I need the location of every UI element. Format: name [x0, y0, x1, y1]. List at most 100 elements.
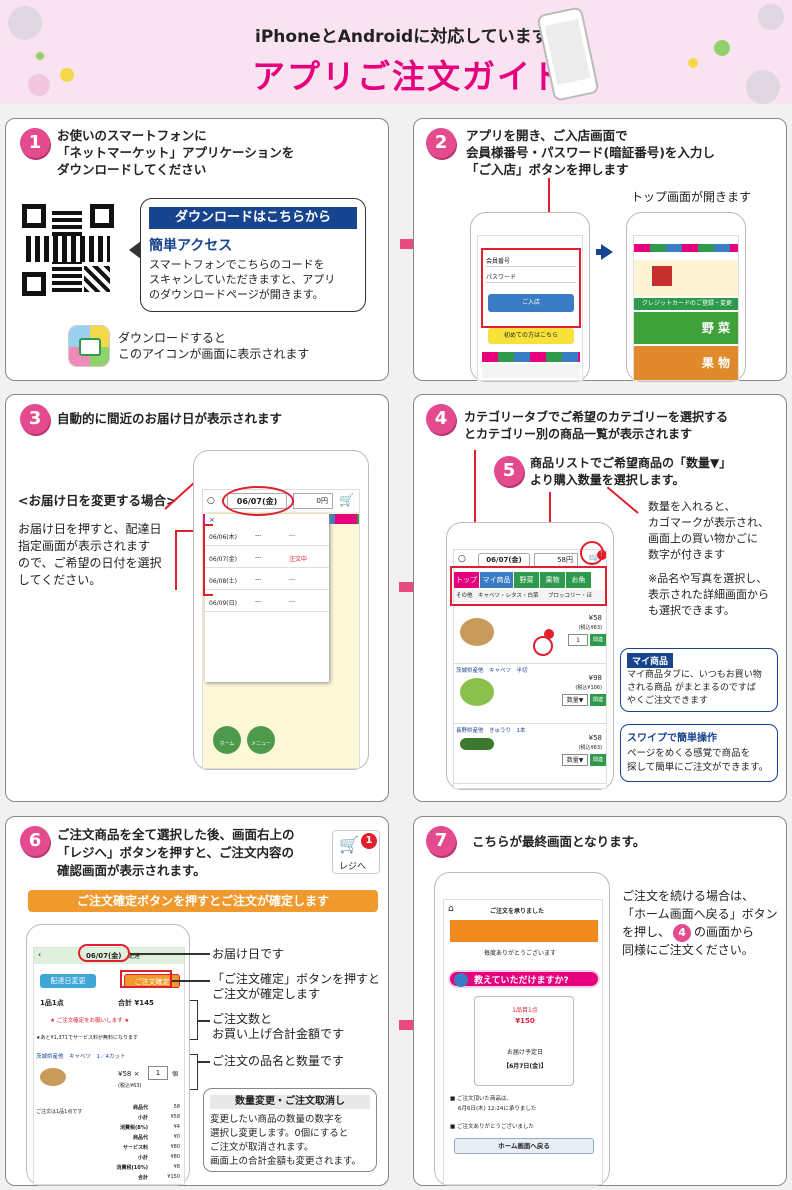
summary-value: 58: [173, 1104, 180, 1110]
list-strip: [482, 364, 580, 378]
delivery-tag: 配達: [128, 953, 141, 960]
swipe-desc2: 探して簡単にご注文ができます。: [627, 762, 769, 773]
change-desc2: 指定画面が表示されます: [18, 539, 151, 553]
menu-button[interactable]: メニュー: [247, 726, 275, 754]
step-number-4: 4: [426, 404, 456, 434]
survey-banner[interactable]: 教えていただけますか?: [448, 970, 600, 988]
pointer-line: [175, 530, 201, 532]
detail-note3: も選択できます。: [648, 604, 735, 617]
login-phone: 会員番号 パスワード ご入店 初めての方はこちら: [470, 212, 590, 382]
subcategory-tab[interactable]: キャベツ・レタス・白菜: [478, 593, 539, 599]
summary-note: ご注文は1品1点です: [36, 1109, 83, 1115]
register-button-icon[interactable]: 🛒 1 レジへ: [332, 830, 380, 874]
product-tax: (税込¥106): [575, 685, 602, 691]
date-row[interactable]: 06/09(日)------: [205, 592, 329, 612]
download-callout: ダウンロードはこちらから 簡単アクセス スマートフォンでこちらのコードを スキャ…: [129, 198, 366, 312]
close-icon[interactable]: ×: [209, 516, 215, 524]
product-image[interactable]: [460, 678, 494, 706]
login-screen: 会員番号 パスワード ご入店 初めての方はこちら: [477, 235, 583, 381]
cart-total: 0円: [293, 493, 333, 509]
step4-ref-badge: 4: [673, 924, 692, 942]
download-banner[interactable]: ダウンロードはこちらから: [149, 207, 357, 229]
search-icon[interactable]: ○: [458, 554, 466, 564]
credit-banner[interactable]: クレジットカードのご登録・変更: [634, 298, 738, 310]
related-button[interactable]: 関連: [590, 754, 606, 766]
delivery-date-button[interactable]: 06/07(金): [478, 553, 530, 567]
related-button[interactable]: 関連: [590, 634, 606, 646]
qty-note2: カゴマークが表示され、: [648, 516, 770, 529]
product-row[interactable]: 長野県産他 きゅうり 1本¥58(税込¥63)数量▼関連: [454, 726, 606, 784]
step2-line1: アプリを開き、ご入店画面で: [466, 128, 628, 143]
date-status: 注文中: [289, 556, 308, 563]
fruit-banner[interactable]: 果 物: [634, 346, 738, 380]
quantity-input[interactable]: 1: [148, 1066, 168, 1080]
top-banner: [634, 260, 738, 296]
icon-note2: このアイコンが画面に表示されます: [118, 347, 310, 361]
category-tab[interactable]: トップ: [454, 572, 479, 588]
summary-value: ¥80: [170, 1154, 180, 1160]
product-image[interactable]: [460, 738, 494, 750]
related-button[interactable]: 関連: [590, 694, 606, 706]
quantity-select[interactable]: 数量▼: [562, 694, 588, 706]
tab-strip: [482, 352, 580, 362]
product-tax: (税込¥63): [578, 625, 602, 631]
cart-mark-highlight: [533, 636, 553, 656]
product-price: ¥58: [588, 614, 602, 622]
date-value: 06/06(木): [209, 534, 237, 541]
screen-header: ‹ 06/07(金) 配達: [34, 948, 184, 964]
category-tab[interactable]: 野菜: [514, 572, 539, 588]
subcategory-tabs: その他キャベツ・レタス・白菜 ブロッコリー・ほ: [454, 590, 606, 602]
product-image[interactable]: [40, 1068, 66, 1086]
summary-label: 小計: [137, 1155, 148, 1161]
subcategory-tab[interactable]: ブロッコリー・ほ: [548, 593, 593, 599]
divider: [486, 266, 576, 267]
category-tab[interactable]: お魚: [566, 572, 591, 588]
product-image[interactable]: [460, 618, 494, 646]
date-row[interactable]: 06/06(木)------: [205, 526, 329, 546]
enter-button[interactable]: ご入店: [488, 294, 574, 312]
category-tab[interactable]: マイ商品: [480, 572, 513, 588]
change-desc3: ので、ご希望の日付を選択: [18, 556, 162, 570]
divider: [486, 282, 576, 283]
back-icon[interactable]: ‹: [38, 950, 42, 959]
home-button[interactable]: ホーム: [213, 726, 241, 754]
decor-dot: [60, 68, 74, 82]
survey-question: 教えていただけますか?: [474, 976, 569, 986]
step-number-1: 1: [20, 128, 50, 158]
step4-line2: とカテゴリー別の商品一覧が表示されます: [464, 427, 693, 441]
pointer-line: [198, 1061, 210, 1063]
step5-line1: 商品リストでご希望商品の「数量▼」: [530, 456, 732, 470]
back-home-button[interactable]: ホーム画面へ戻る: [454, 1138, 594, 1154]
quantity-select[interactable]: 1: [568, 634, 588, 646]
category-tabs: トップマイ商品野菜果物お魚: [454, 572, 606, 588]
blue-arrow: [601, 244, 613, 260]
category-tab[interactable]: 果物: [540, 572, 565, 588]
step1-line3: ダウンロードしてください: [57, 162, 207, 177]
search-icon[interactable]: ○: [207, 496, 215, 506]
subcategory-tab[interactable]: その他: [456, 593, 473, 599]
quantity-select[interactable]: 数量▼: [562, 754, 588, 766]
product-price: ¥58: [588, 734, 602, 742]
home-icon[interactable]: ⌂: [448, 904, 454, 914]
first-time-button[interactable]: 初めての方はこちら: [488, 328, 574, 344]
vegetable-banner[interactable]: 野 菜: [634, 312, 738, 344]
detail-note1: ※品名や写真を選択し、: [648, 572, 768, 585]
summary-label: サービス料: [122, 1145, 148, 1151]
change-date-button[interactable]: 配達日変更: [40, 974, 96, 988]
final-phone: ⌂ ご注文を承りました 毎度ありがとうございます 教えていただけますか? 1品目…: [434, 872, 610, 1186]
cart-icon[interactable]: 🛒: [339, 493, 354, 507]
date-row[interactable]: 06/07(金)---注文中: [205, 548, 329, 568]
product-row[interactable]: 茨城県産他 キャベツ 半切¥98(税込¥106)数量▼関連: [454, 666, 606, 724]
pointer-line: [175, 530, 177, 590]
date-row[interactable]: 06/08(土)------: [205, 570, 329, 590]
my-items-desc3: やくご注文できます: [627, 696, 709, 706]
product-origin: 茨城県産他 キャベツ 半切: [456, 668, 528, 674]
qr-code[interactable]: [22, 204, 114, 296]
tab-strip: [634, 244, 738, 252]
confirm-banner: ご注文確定ボタンを押すとご注文が確定します: [28, 890, 378, 912]
step7-title: こちらが最終画面となります。: [472, 834, 646, 849]
change-desc4: してください。: [18, 573, 102, 587]
